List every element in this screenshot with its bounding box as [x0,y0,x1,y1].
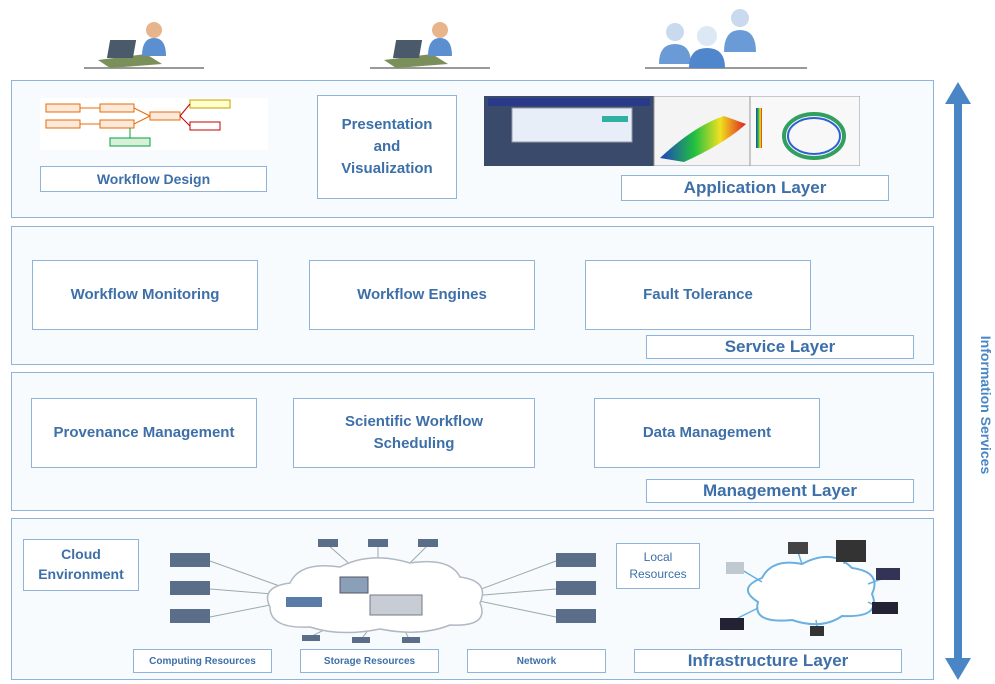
computing-resources-label: Computing Resources [133,649,272,673]
workflow-engines-box: Workflow Engines [309,260,535,330]
local-network-diagram [712,538,908,640]
local-resources-box: Local Resources [616,543,700,589]
information-services-label: Information Services [978,335,994,475]
user-workstation-icon [84,18,204,70]
workflow-monitoring-box: Workflow Monitoring [32,260,258,330]
visualization-screenshots [484,96,860,166]
workflow-design-thumbnail [40,98,268,150]
application-layer-label: Application Layer [621,175,889,201]
cloud-network-diagram [160,537,606,645]
double-arrow-icon [944,80,972,682]
workflow-design-label: Workflow Design [40,166,267,192]
provenance-management-box: Provenance Management [31,398,257,468]
storage-resources-label: Storage Resources [300,649,439,673]
network-label: Network [467,649,606,673]
user-workstation-icon [370,18,490,70]
cloud-environment-box: Cloud Environment [23,539,139,591]
fault-tolerance-box: Fault Tolerance [585,260,811,330]
service-layer-label: Service Layer [646,335,914,359]
scientific-workflow-scheduling-box: Scientific Workflow Scheduling [293,398,535,468]
presentation-visualization-box: Presentation and Visualization [317,95,457,199]
user-group-icon [645,6,807,70]
data-management-box: Data Management [594,398,820,468]
infrastructure-layer-label: Infrastructure Layer [634,649,902,673]
management-layer-label: Management Layer [646,479,914,503]
